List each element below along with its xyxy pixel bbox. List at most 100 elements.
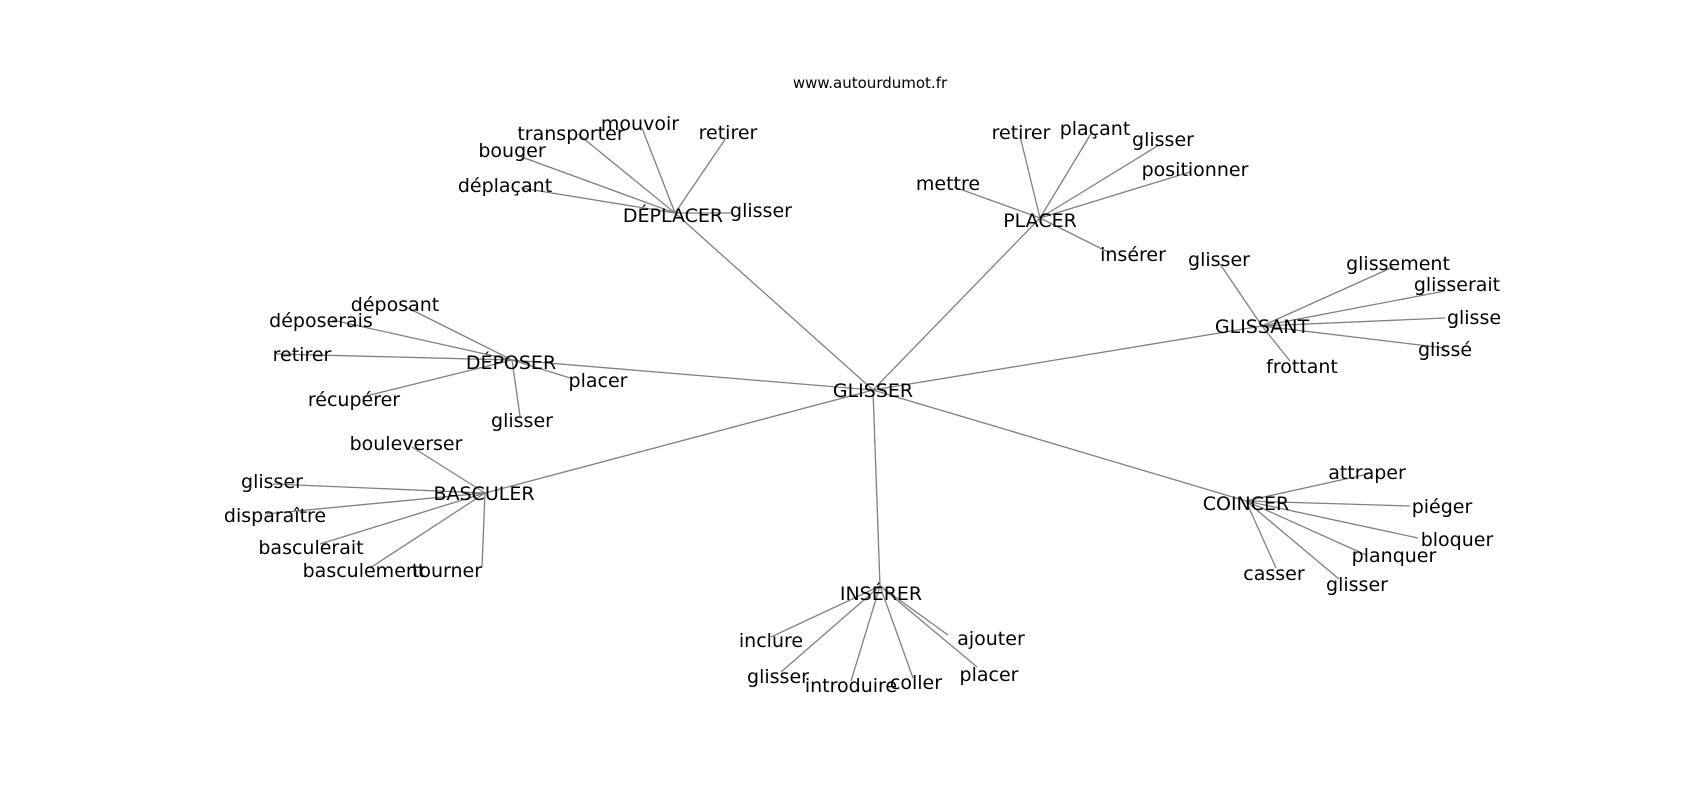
edges-layer [264, 127, 1446, 682]
edge-placer-leaf-4 [953, 186, 1041, 219]
edge-placer-leaf-1 [1039, 131, 1093, 219]
edge-deposer-leaf-3 [361, 359, 513, 398]
edge-basculer-leaf-1 [272, 483, 486, 494]
leaf-node-coincer-3: planquer [1352, 545, 1437, 567]
leaf-node-placer-4: mettre [916, 173, 980, 195]
leaf-node-glissant-3: glisse [1447, 307, 1501, 329]
leaf-node-inserer-2: glisser [747, 666, 809, 688]
leaf-node-deposer-3: récupérer [308, 389, 400, 411]
leaf-node-deplacer-2: retirer [699, 122, 758, 144]
edge-deplacer-leaf-3 [518, 155, 676, 214]
leaf-node-glissant-1: glissement [1346, 253, 1450, 275]
edge-center-placer [872, 217, 1041, 391]
edge-basculer-leaf-5 [481, 492, 486, 568]
leaf-node-placer-5: insérer [1100, 244, 1166, 266]
leaf-node-glissant-5: frottant [1266, 356, 1338, 378]
edge-glissant-leaf-5 [1261, 325, 1291, 362]
leaf-node-coincer-4: casser [1243, 563, 1305, 585]
edge-deposer-leaf-5 [511, 359, 521, 417]
source-label: www.autourdumot.fr [793, 74, 948, 92]
leaf-node-deplacer-4: déplaçant [458, 175, 552, 197]
leaf-node-coincer-2: bloquer [1421, 529, 1494, 551]
edge-center-deplacer [674, 212, 874, 391]
leaf-node-basculer-0: bouleverser [350, 433, 463, 455]
edge-placer-leaf-5 [1039, 217, 1111, 254]
edge-glissant-leaf-0 [1219, 263, 1263, 327]
edge-center-glissant [872, 325, 1263, 391]
edge-glissant-leaf-2 [1261, 290, 1446, 327]
hub-node-inserer: INSÉRER [840, 582, 922, 605]
edge-coincer-leaf-1 [1245, 500, 1411, 507]
edge-center-basculer [484, 389, 874, 494]
leaf-node-inserer-0: inclure [739, 630, 803, 652]
leaf-node-deposer-5: glisser [491, 410, 553, 432]
leaf-node-basculer-5: tourner [412, 560, 482, 582]
hub-node-placer: PLACER [1003, 210, 1077, 232]
edge-coincer-leaf-4 [1245, 500, 1277, 569]
edge-deposer-leaf-2 [276, 353, 513, 361]
edge-deplacer-leaf-4 [520, 187, 676, 214]
leaf-node-deposer-1: déposerais [269, 310, 373, 332]
leaf-node-coincer-1: piéger [1412, 496, 1473, 518]
edge-placer-leaf-0 [1019, 135, 1041, 219]
edge-center-inserer [872, 389, 881, 587]
edge-basculer-leaf-3 [319, 492, 486, 545]
edge-coincer-leaf-2 [1245, 500, 1419, 539]
edge-inserer-leaf-0 [770, 585, 881, 638]
leaf-node-placer-2: glisser [1132, 129, 1194, 151]
edge-glissant-leaf-4 [1261, 325, 1446, 349]
edge-glissant-leaf-1 [1261, 266, 1394, 327]
edge-deplacer-leaf-1 [641, 127, 676, 214]
leaf-node-inserer-4: coller [890, 672, 942, 694]
leaf-node-deposer-4: placer [569, 370, 628, 392]
edge-deplacer-leaf-0 [577, 133, 676, 214]
leaf-node-glissant-0: glisser [1188, 249, 1250, 271]
leaf-node-coincer-0: attraper [1328, 462, 1406, 484]
edge-placer-leaf-2 [1039, 144, 1160, 219]
edge-inserer-leaf-2 [780, 585, 881, 673]
edge-inserer-leaf-1 [879, 585, 949, 636]
leaf-node-deplacer-5: glisser [730, 200, 792, 222]
leaf-node-coincer-5: glisser [1326, 574, 1388, 596]
edge-deposer-leaf-1 [331, 319, 513, 361]
edge-coincer-leaf-3 [1245, 500, 1367, 556]
edge-basculer-leaf-2 [264, 492, 486, 515]
leaf-node-basculer-2: disparaître [224, 505, 326, 527]
leaf-node-placer-3: positionner [1142, 159, 1249, 181]
edge-inserer-leaf-3 [850, 585, 881, 682]
hub-node-deplacer: DÉPLACER [623, 204, 723, 227]
leaf-node-glissant-4: glissé [1418, 339, 1472, 361]
hub-node-coincer: COINCER [1203, 493, 1290, 515]
leaf-node-basculer-4: basculement [303, 560, 426, 582]
edge-glissant-leaf-3 [1261, 317, 1446, 327]
leaf-node-inserer-1: ajouter [957, 628, 1025, 650]
edge-coincer-leaf-5 [1245, 500, 1340, 580]
edge-deplacer-leaf-2 [674, 137, 727, 214]
hub-node-glissant: GLISSANT [1215, 316, 1310, 338]
edge-center-deposer [511, 359, 874, 391]
edge-placer-leaf-3 [1039, 171, 1191, 219]
leaf-node-deposer-0: déposant [351, 294, 439, 316]
leaf-node-placer-1: plaçant [1060, 118, 1131, 140]
center-node-label: GLISSER [833, 380, 913, 402]
leaf-node-basculer-3: basculerait [258, 537, 363, 559]
edge-coincer-leaf-0 [1245, 473, 1369, 502]
leaf-node-basculer-1: glisser [241, 471, 303, 493]
leaf-node-inserer-3: introduire [805, 675, 897, 697]
edge-center-coincer [872, 389, 1247, 502]
leaf-node-deplacer-0: transporter [517, 123, 624, 145]
hub-node-basculer: BASCULER [433, 483, 534, 505]
leaf-node-inserer-5: placer [960, 664, 1019, 686]
leaf-node-deposer-2: retirer [273, 344, 332, 366]
leaf-node-deplacer-3: bouger [478, 140, 545, 162]
leaf-node-deplacer-1: mouvoir [601, 113, 679, 135]
leaf-node-glissant-2: glisserait [1414, 274, 1500, 296]
edge-inserer-leaf-4 [879, 585, 914, 679]
edge-deposer-leaf-0 [403, 305, 513, 361]
edge-deposer-leaf-4 [511, 359, 571, 379]
leaf-node-placer-0: retirer [992, 122, 1051, 144]
edge-inserer-leaf-5 [879, 585, 978, 668]
